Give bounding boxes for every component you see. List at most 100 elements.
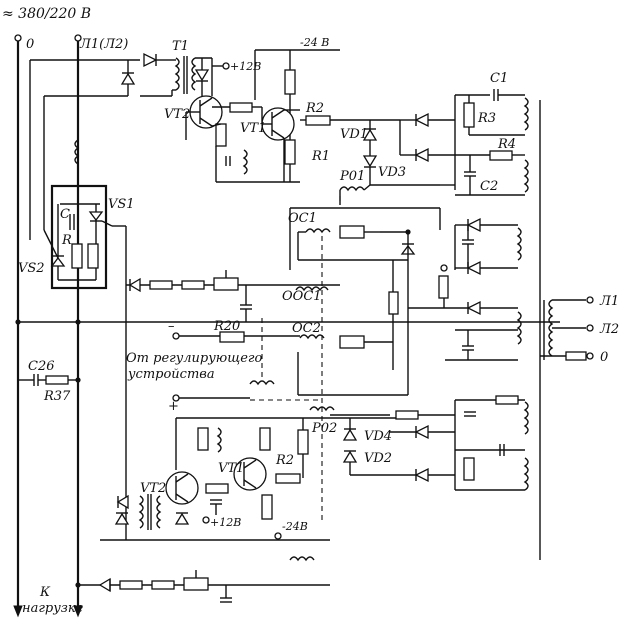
rc-snubber bbox=[18, 374, 81, 386]
r1-label: R1 bbox=[311, 149, 330, 164]
vs1-label: VS1 bbox=[108, 197, 135, 212]
p01-relay-block bbox=[339, 119, 440, 205]
ooc1-diode-icon bbox=[128, 277, 141, 293]
t1-primary-coil bbox=[174, 57, 180, 91]
p02-coil bbox=[309, 406, 335, 412]
vt1-top-label: VT1 bbox=[240, 121, 266, 136]
r37-label: R37 bbox=[43, 389, 71, 404]
t1-diode-icon bbox=[194, 69, 210, 82]
load-label-2: нагрузке bbox=[22, 601, 84, 616]
bot-feedback-r1 bbox=[119, 580, 143, 590]
vd4-label: VD4 bbox=[364, 429, 392, 444]
p01-coil bbox=[339, 186, 365, 192]
mid-diode-3-icon bbox=[466, 300, 481, 316]
out-l1-label: Л1 bbox=[599, 294, 619, 309]
p01-label: P01 bbox=[339, 169, 365, 184]
oc2-coil bbox=[299, 334, 325, 340]
oc1-trimmer bbox=[339, 225, 365, 239]
output-fuse bbox=[565, 351, 587, 361]
r20-label: R20 bbox=[213, 319, 240, 334]
mid-terminal bbox=[440, 264, 448, 272]
resistor-bot-3 bbox=[297, 429, 309, 455]
bottom-feedback bbox=[98, 556, 315, 603]
control-label-2: устройства bbox=[127, 367, 215, 382]
plus12-bot-terminal bbox=[202, 516, 210, 524]
minus24-bot-label: -24В bbox=[282, 520, 308, 533]
vd1-label: VD1 bbox=[340, 127, 368, 142]
bot-feedback-r2 bbox=[151, 580, 175, 590]
c-label: C bbox=[60, 207, 70, 222]
bot-t-coil-1 bbox=[138, 495, 144, 529]
r2-top-label: R2 bbox=[305, 101, 324, 116]
c26-label: C26 bbox=[28, 359, 55, 374]
r2-bot-resistor bbox=[275, 473, 301, 484]
vt-top-coil bbox=[242, 149, 248, 175]
mid-resistor bbox=[438, 275, 449, 299]
r-module-resistor-2 bbox=[87, 243, 99, 269]
plus12-bot-label: +12В bbox=[210, 516, 241, 529]
bot-right-diode-2-icon bbox=[414, 467, 429, 483]
p02-label: P02 bbox=[311, 421, 337, 436]
load-label-1: К bbox=[39, 585, 51, 600]
out-l1-terminal bbox=[586, 296, 594, 304]
ooc1-resistor-2 bbox=[181, 280, 205, 290]
top-right-rectifier bbox=[399, 89, 541, 300]
thyristor-block bbox=[43, 139, 127, 540]
phase-top-label: Л1(Л2) bbox=[79, 37, 128, 52]
vt2-top-label: VT2 bbox=[164, 107, 190, 122]
vt2-bot-transistor-icon bbox=[165, 471, 199, 505]
top-right-diode-2-icon bbox=[414, 147, 429, 163]
r3-resistor bbox=[463, 102, 475, 128]
bottom-right-rectifier bbox=[330, 395, 529, 491]
ooc1-trimmer bbox=[213, 277, 239, 291]
output-transformer-coil bbox=[548, 299, 554, 357]
phase-terminal bbox=[74, 34, 82, 42]
oc1-resistor bbox=[388, 291, 399, 315]
vd2-label: VD2 bbox=[364, 451, 392, 466]
ooc1-label: ООС1 bbox=[282, 289, 322, 304]
out-0-terminal bbox=[586, 352, 594, 360]
bot-feedback-trimmer bbox=[183, 577, 209, 591]
resistor-vt2-emitter bbox=[215, 123, 227, 147]
r2-bot-label: R2 bbox=[275, 453, 294, 468]
resistor-bot-4 bbox=[205, 483, 229, 494]
bot-right-diode-1-icon bbox=[414, 424, 429, 440]
r4-label: R4 bbox=[497, 137, 516, 152]
vd3-diode-icon bbox=[362, 155, 378, 168]
oc1-label: ОС1 bbox=[288, 211, 317, 226]
bot-right-coil-1 bbox=[523, 401, 529, 435]
out-0-label: 0 bbox=[600, 350, 608, 365]
r-module-resistor bbox=[71, 243, 83, 269]
resistor-bot-5 bbox=[261, 494, 273, 520]
vt1-bot-transistor-icon bbox=[233, 457, 267, 491]
minus24-bot-terminal bbox=[274, 532, 282, 540]
minus24-top-label: -24 В bbox=[300, 36, 329, 49]
vt1-bot-label: VT1 bbox=[218, 461, 244, 476]
t1-label: T1 bbox=[172, 39, 189, 54]
vd2-diode-icon bbox=[342, 450, 358, 463]
top-right-coil-1 bbox=[523, 97, 529, 131]
mid-coil-2 bbox=[516, 311, 522, 345]
r37-resistor bbox=[45, 375, 69, 385]
vs2-label: VS2 bbox=[18, 261, 45, 276]
vt2-bot-label: VT2 bbox=[140, 481, 166, 496]
resistor-top-1 bbox=[284, 69, 296, 95]
t1-secondary-coil bbox=[191, 57, 197, 91]
bot-right-resistor-2 bbox=[495, 395, 519, 405]
control-label-1: От регулирующего bbox=[126, 351, 262, 366]
bot-feedback-coil bbox=[289, 556, 315, 562]
resistor-bot-1 bbox=[197, 427, 209, 451]
supply-label: ≈ 380/220 В bbox=[2, 6, 91, 22]
mid-diode-1-icon bbox=[466, 217, 481, 233]
bot-right-resistor bbox=[395, 410, 419, 420]
bot-right-coil-2 bbox=[523, 457, 529, 491]
mid-coil-1 bbox=[516, 227, 522, 261]
r2-top-resistor bbox=[305, 115, 331, 126]
neutral-top-label: 0 bbox=[26, 37, 34, 52]
neutral-arrow-icon bbox=[13, 605, 23, 618]
out-l2-label: Л2 bbox=[599, 322, 619, 337]
bot-top-diode-icon bbox=[116, 494, 129, 510]
r-label: R bbox=[61, 233, 72, 248]
top-trigger-circuit bbox=[29, 49, 370, 240]
